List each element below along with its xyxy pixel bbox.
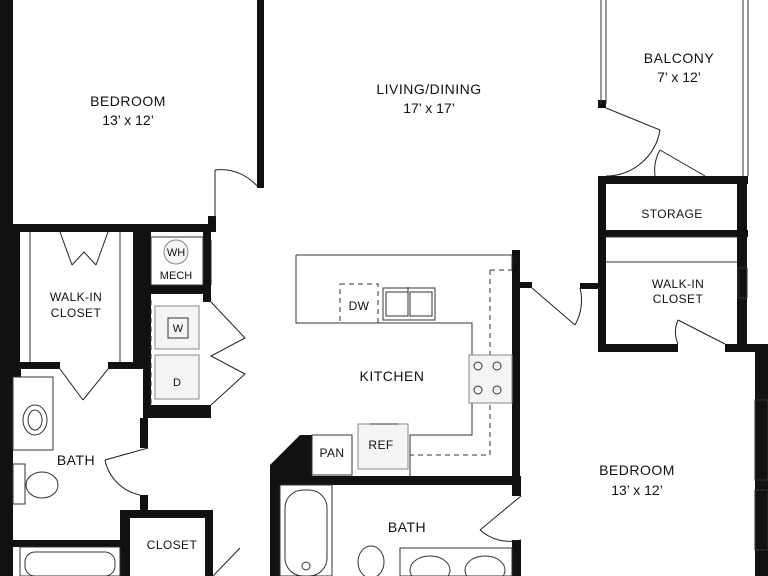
dryer [154, 354, 200, 400]
wall-laundry-bottom [143, 405, 211, 418]
bedroom-2-name: BEDROOM [599, 462, 675, 478]
water-heater-label: WH [167, 247, 185, 259]
living-dining-size: 17’ x 17’ [403, 100, 455, 116]
dishwasher [339, 283, 379, 324]
stove [468, 354, 513, 404]
windows [29, 0, 768, 551]
refrigerator [357, 423, 409, 470]
vanity-center [399, 547, 513, 576]
wall-storage-top [598, 176, 748, 184]
pantry [311, 434, 353, 476]
wall-bath-center-top [270, 476, 520, 485]
wall-closet-left [120, 510, 130, 576]
utility-fixtures [150, 236, 204, 405]
walkin-closet-left-line1: WALK-IN [50, 290, 102, 304]
wall-door-jamb [208, 216, 216, 232]
wall-bath-center-right [512, 476, 521, 496]
pantry-label: PAN [320, 446, 345, 460]
wall-kitchen-right-stub [512, 282, 532, 288]
room-labels: BEDROOM 13’ x 12’ LIVING/DINING 17’ x 17… [50, 50, 715, 552]
walkin-closet-right-line1: WALK-IN [652, 277, 704, 291]
wall-closet-left-inner [13, 232, 20, 362]
toilet-left [25, 471, 59, 499]
wall-storage-left [598, 176, 606, 351]
wall-closet-left-right [133, 232, 143, 366]
living-dining-name: LIVING/DINING [376, 81, 481, 97]
doors [59, 107, 726, 576]
wall-bath-center-right2 [512, 540, 521, 576]
wall-balcony-post [598, 100, 606, 108]
wall-bedroom1-bottom [0, 224, 215, 232]
bedroom-1-name: BEDROOM [90, 93, 166, 109]
dryer-label: D [173, 377, 181, 389]
walkin-closet-right-line2: CLOSET [653, 292, 704, 306]
washer [154, 305, 200, 350]
bath-center-name: BATH [388, 519, 426, 535]
wall-walkin-stub [580, 283, 602, 289]
wall-mech-right [203, 232, 211, 302]
balcony-size: 7’ x 12’ [657, 69, 701, 85]
wall-closet-right [205, 510, 213, 576]
fixture-labels: WH MECH W D DW PAN REF [160, 247, 393, 460]
wall-storage-right [737, 176, 747, 348]
sink [382, 287, 436, 321]
wall-mech-mid [143, 285, 211, 294]
balcony-name: BALCONY [644, 50, 715, 66]
washer-label: W [173, 323, 184, 335]
wall-bath-left-bottom [13, 540, 123, 547]
wall-pantry-corner [270, 435, 312, 476]
wall-walkin-bottom [598, 344, 678, 352]
kitchen-name: KITCHEN [360, 368, 425, 384]
wall-bath-left-vert [140, 495, 148, 517]
dishwasher-label: DW [349, 299, 370, 313]
walkin-closet-left-line2: CLOSET [51, 306, 102, 320]
wall-walkin-bottom2 [725, 344, 768, 352]
wall-closet-top [120, 510, 210, 518]
refrigerator-label: REF [368, 438, 393, 452]
storage-name: STORAGE [641, 207, 702, 221]
water-heater [163, 239, 189, 265]
tub-center [279, 484, 333, 576]
wall-kitchen-right [512, 250, 520, 485]
wall-mech-left [143, 232, 151, 418]
wall-left-exterior [0, 0, 13, 576]
closet-name: CLOSET [147, 538, 198, 552]
bath-fixtures [12, 376, 513, 576]
tub-left [19, 546, 121, 576]
wall-closet-left-bottom [13, 362, 60, 369]
kitchen-cabinets [295, 254, 513, 476]
bedroom-2-size: 13’ x 12’ [611, 482, 663, 498]
wall-bath-left-right [140, 418, 148, 448]
wall-storage-bottom [598, 230, 748, 237]
mech-label: MECH [160, 270, 192, 282]
wall-closet-left-bottom2 [108, 362, 143, 369]
bath-left-name: BATH [57, 452, 95, 468]
wall-right-exterior [755, 344, 768, 576]
wall-bedroom1-right [257, 0, 264, 188]
bedroom-1-size: 13’ x 12’ [102, 112, 154, 128]
toilet-center [357, 545, 385, 576]
wall-bath-center-left [270, 465, 280, 576]
wall-bath-left-top [13, 369, 21, 377]
bath-left-vanity [12, 376, 54, 451]
